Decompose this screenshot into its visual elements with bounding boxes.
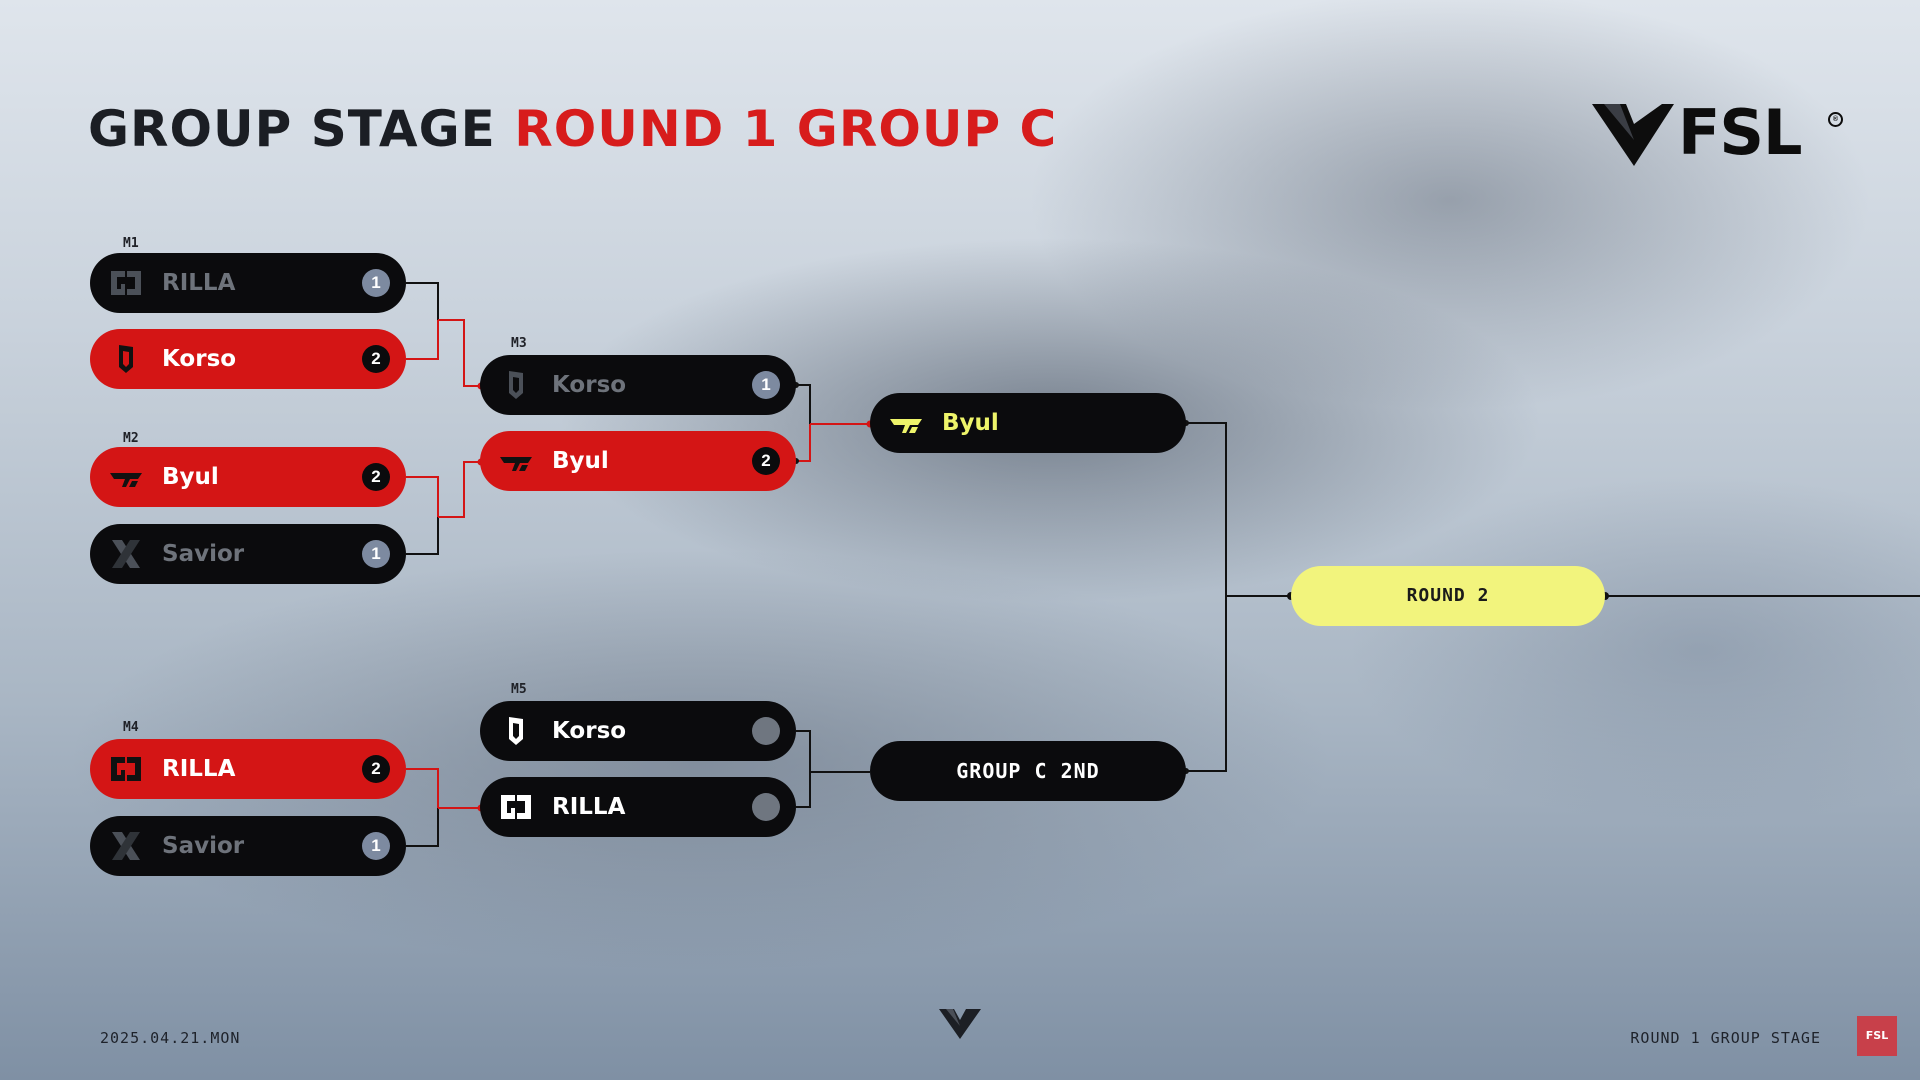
fsl-chevron-icon xyxy=(1592,104,1674,166)
m1-team-korso[interactable]: Korso 2 xyxy=(90,329,406,389)
gen-g-icon xyxy=(501,795,531,819)
team-score: 2 xyxy=(362,755,390,783)
winner-name: Byul xyxy=(942,410,999,436)
team-name: RILLA xyxy=(552,794,626,820)
t1-icon xyxy=(890,419,922,433)
group-second-label: GROUP C 2ND xyxy=(956,759,1100,783)
team-score: 1 xyxy=(362,269,390,297)
m1-team-rilla[interactable]: RILLA 1 xyxy=(90,253,406,313)
team-name: Byul xyxy=(162,464,219,490)
m3-team-byul[interactable]: Byul 2 xyxy=(480,431,796,491)
team-score: 1 xyxy=(362,832,390,860)
team-name: Savior xyxy=(162,833,245,859)
m4-team-savior[interactable]: Savior 1 xyxy=(90,816,406,876)
team-name: Korso xyxy=(552,372,627,398)
footer-stage: ROUND 1 GROUP STAGE xyxy=(1630,1029,1821,1047)
m3-team-korso[interactable]: Korso 1 xyxy=(480,355,796,415)
match-label-m1: M1 xyxy=(123,236,139,251)
gen-g-icon xyxy=(111,757,141,781)
fsl-logo: FSL ® xyxy=(1590,96,1843,170)
match-label-m3: M3 xyxy=(511,336,527,351)
team-score: 2 xyxy=(752,447,780,475)
footer-date: 2025.04.21.MON xyxy=(100,1029,241,1047)
gen-g-icon xyxy=(111,271,141,295)
shield-icon xyxy=(509,717,523,745)
group-second-slot[interactable]: GROUP C 2ND xyxy=(870,741,1186,801)
team-score: 1 xyxy=(362,540,390,568)
x-icon xyxy=(112,540,140,568)
match-label-m2: M2 xyxy=(123,431,139,446)
x-icon xyxy=(112,832,140,860)
m2-team-byul[interactable]: Byul 2 xyxy=(90,447,406,507)
fsl-wordmark: FSL xyxy=(1678,96,1803,169)
team-score xyxy=(752,717,780,745)
team-name: RILLA xyxy=(162,756,236,782)
round2-slot[interactable]: ROUND 2 xyxy=(1291,566,1605,626)
registered-mark: ® xyxy=(1828,112,1843,127)
m5-team-korso[interactable]: Korso xyxy=(480,701,796,761)
t1-icon xyxy=(110,473,142,487)
team-score xyxy=(752,793,780,821)
team-score: 2 xyxy=(362,345,390,373)
team-score: 2 xyxy=(362,463,390,491)
team-name: RILLA xyxy=(162,270,236,296)
m2-team-savior[interactable]: Savior 1 xyxy=(90,524,406,584)
shield-icon xyxy=(119,345,133,373)
fsl-chevron-icon xyxy=(939,1009,981,1039)
shield-icon xyxy=(509,371,523,399)
t1-icon xyxy=(500,457,532,471)
m4-team-rilla[interactable]: RILLA 2 xyxy=(90,739,406,799)
title-group: ROUND 1 GROUP C xyxy=(514,100,1058,158)
team-name: Savior xyxy=(162,541,245,567)
team-name: Byul xyxy=(552,448,609,474)
team-score: 1 xyxy=(752,371,780,399)
page-title: GROUP STAGE ROUND 1 GROUP C xyxy=(88,100,1057,158)
team-name: Korso xyxy=(162,346,237,372)
team-name: Korso xyxy=(552,718,627,744)
group-winner-byul[interactable]: Byul xyxy=(870,393,1186,453)
m5-team-rilla[interactable]: RILLA xyxy=(480,777,796,837)
match-label-m5: M5 xyxy=(511,682,527,697)
title-stage: GROUP STAGE xyxy=(88,100,496,158)
footer-fsl-badge: FSL xyxy=(1857,1016,1897,1056)
match-label-m4: M4 xyxy=(123,720,139,735)
